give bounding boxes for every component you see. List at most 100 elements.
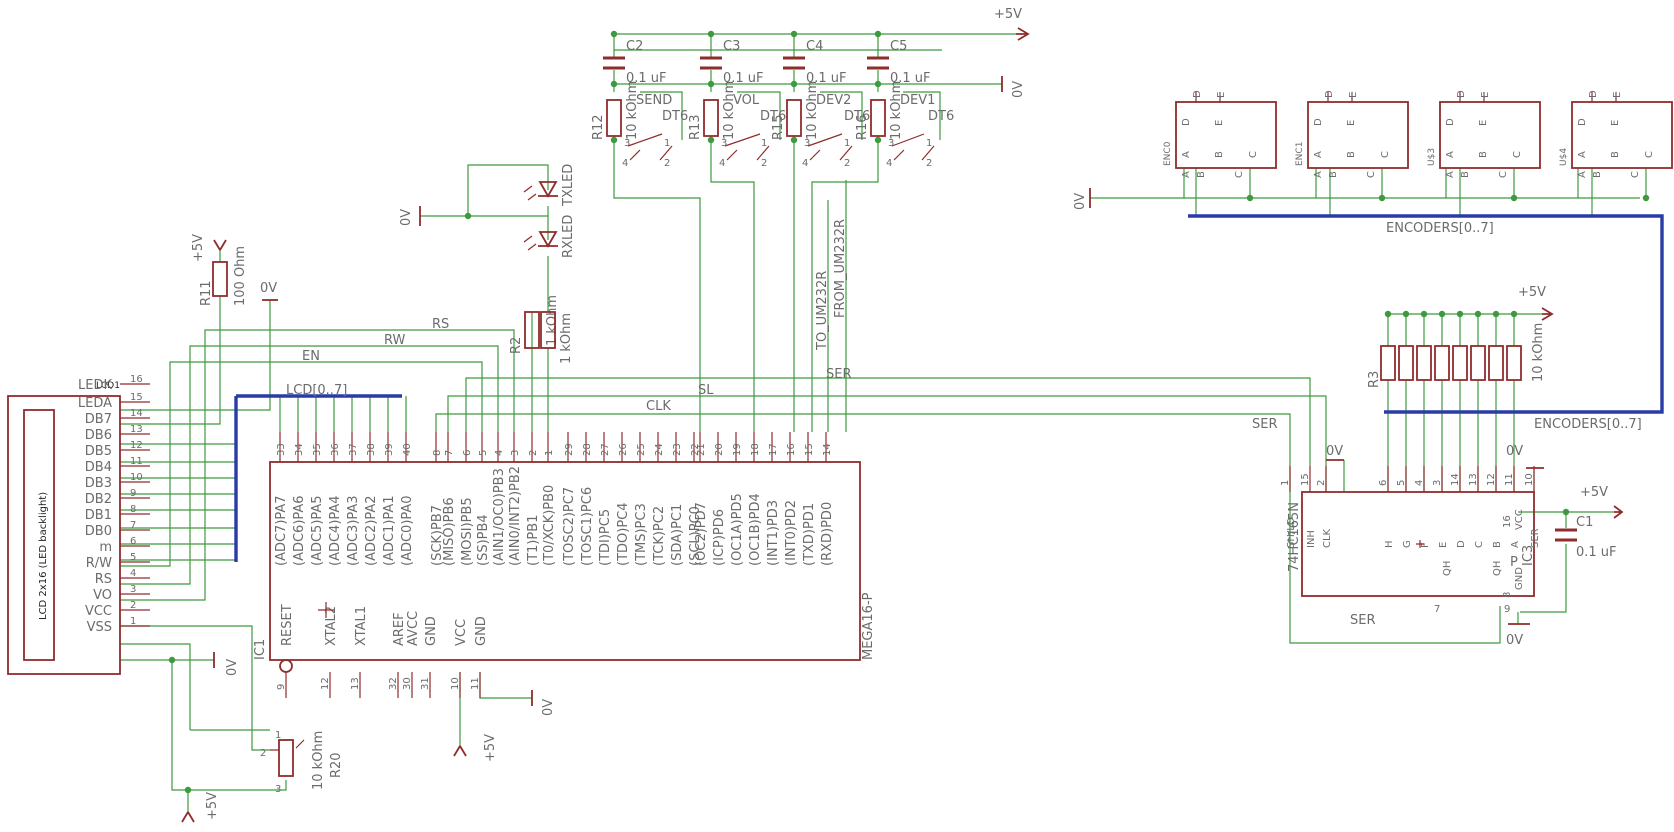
lcd-pin-name: DB4 [85,460,112,475]
svg-text:0.1 uF: 0.1 uF [723,71,764,86]
net-enc-bus-right: ENCODERS[0..7] [1534,417,1642,432]
svg-text:3: 3 [804,138,810,149]
mcu-top-pin-num: 25 [636,443,647,456]
capacitor-c3: C30.1 uF [700,39,764,86]
svg-text:DT6: DT6 [928,109,954,124]
svg-text:4: 4 [719,158,725,169]
svg-text:RXLED: RXLED [561,215,576,258]
enc-outer-c: C [1630,171,1641,178]
enc-outer-d: D [1192,90,1203,98]
enc-outer-a: A [1577,171,1588,178]
net-ser-ic3: SER [1252,417,1278,432]
lcd-pin-num: 8 [130,504,136,515]
ic3-pin-name: F [1420,542,1431,548]
vcc-label-r11: +5V [191,234,206,262]
enc-outer-d: D [1456,90,1467,98]
svg-text:1 kOhm: 1 kOhm [545,295,560,346]
svg-text:3: 3 [888,138,894,149]
svg-text:16: 16 [1502,515,1513,528]
mcu-top-pin-num: 14 [822,443,833,456]
ic3-pin-name: G [1402,540,1413,548]
mcu-top-pin-name: (AIN0/INT2)PB2 [508,466,523,566]
power-symbols: +5V 0V 0V +5V 0V 0V +5V +5V 0V 0V +5V 0V [181,7,1624,823]
capacitor-c1: C10.1 uF [1555,515,1617,560]
mcu-top-pin-num: 23 [672,443,683,456]
lcd-pin-num: 11 [130,456,143,467]
enc-pin-a: A [1577,151,1588,158]
svg-text:0.1 uF: 0.1 uF [890,71,931,86]
svg-text:DEV1: DEV1 [900,93,935,108]
net-ser: SER [826,367,852,382]
net-en: EN [302,349,320,364]
pullup-resistor-body [1470,345,1486,381]
pullup-resistor-body [1506,345,1522,381]
resistor-r16: R16 10 kOhm [855,81,904,140]
mcu-top-pin-name: (ADC4)PA4 [328,495,343,566]
ic3-pin-name: INH [1306,530,1317,548]
lcd-pin-num: 7 [130,520,136,531]
gnd-label-inh: 0V [1326,444,1343,459]
svg-text:TXLED: TXLED [561,164,576,207]
mcu-bottom-pin-num: 9 [276,684,287,690]
ic3-pin-num: 12 [1486,473,1497,486]
gnd-label-lcd: 0V [260,281,277,296]
mcu-top-pin-num: 16 [786,443,797,456]
mcu-top-pin-name: (AIN1/OC0)PB3 [492,468,507,566]
svg-text:9: 9 [1504,604,1510,615]
mcu-bottom-pin-name: GND [424,616,439,646]
ic3-pin-name: H [1384,540,1395,548]
enc-pin-e: E [1610,120,1621,126]
mcu-top-pin-num: 37 [348,443,359,456]
ic3-pin-num: 11 [1504,473,1515,486]
svg-text:4: 4 [802,158,808,169]
mcu-bottom-pin-name: XTAL2 [324,606,339,646]
svg-text:0.1 uF: 0.1 uF [626,71,667,86]
mcu-top-pin-name: (ADC7)PA7 [274,495,289,566]
pullup-resistor-body [1434,345,1450,381]
potentiometer-r20: 1 2 3 R20 10 kOhm [260,730,344,795]
lcd-pin-num: 16 [130,374,143,385]
svg-text:10 kOhm: 10 kOhm [805,81,820,140]
enc-pin-c: C [1644,151,1655,158]
mcu-top-pin-num: 38 [366,443,377,456]
enc-pin-e: E [1478,120,1489,126]
svg-text:R15: R15 [771,114,786,140]
svg-text:QH: QH [1492,561,1503,576]
mcu-top-pin-num: 19 [732,443,743,456]
enc-pin-d: D [1313,118,1324,126]
enc-pin-c: C [1248,151,1259,158]
enc-pin-b: B [1346,151,1357,158]
ic3-pin-name: A [1510,541,1521,548]
enc-pin-c: C [1380,151,1391,158]
lcd-pin-name: DB0 [85,524,112,539]
net-from-um232r: FROM_UM232R [833,219,848,318]
enc-outer-c: C [1498,171,1509,178]
mcu-top-pin-num: 36 [330,443,341,456]
lcd-pin-name: DB1 [85,508,112,523]
svg-text:10 kOhm: 10 kOhm [311,731,326,790]
ic3-pin-num: 10 [1524,473,1535,486]
svg-text:GND: GND [1514,567,1525,590]
pullup-resistor-body [1488,345,1504,381]
mcu-top-pin-num: 8 [432,450,443,456]
mcu-top-pin-num: 26 [618,443,629,456]
enc-pin-e: E [1214,120,1225,126]
capacitor-c4: C40.1 uF [783,39,847,86]
ic3-pin-num: 15 [1300,473,1311,486]
encoder-ref: U$3 [1427,148,1437,166]
encoder-ref: ENC1 [1295,142,1305,166]
gnd-label-mcu: 0V [541,699,556,716]
enc-pin-c: C [1512,151,1523,158]
lcd-pin-name: m [99,540,112,555]
lcd-pin-name: R/W [86,556,112,571]
svg-text:R12: R12 [591,114,606,140]
mcu-bottom-pin-name: RESET [280,604,295,646]
lcd-pin-num: 10 [130,472,143,483]
ic3-pin-num: 3 [1432,480,1443,486]
resistor-r15: R15 10 kOhm [771,81,820,140]
enc-outer-e: E [1480,92,1491,98]
mcu-top-pin-name: (SS)PB4 [476,514,491,566]
svg-text:1: 1 [275,730,281,741]
